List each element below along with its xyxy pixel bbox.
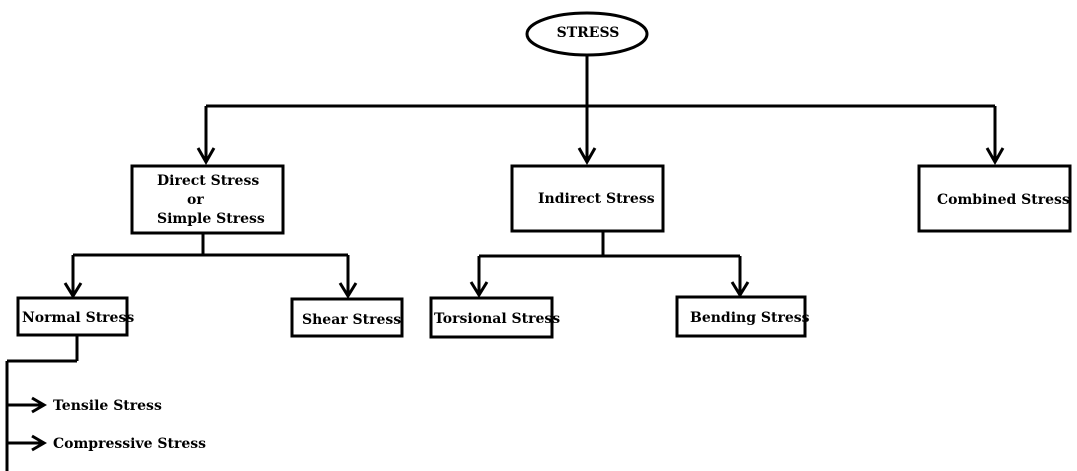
bending-stress-label: Bending Stress <box>690 310 810 326</box>
root-label: STRESS <box>556 25 620 41</box>
arrow-head-combined <box>985 147 1005 166</box>
indirect-stress-box <box>510 164 665 233</box>
arrow-head-tensile <box>31 396 47 414</box>
direct-stress-label-line3: Simple Stress <box>157 211 265 227</box>
torsional-stress-box <box>429 296 554 339</box>
arrow-head-torsional <box>469 281 489 298</box>
direct-stress-label-line2: or <box>187 192 204 208</box>
normal-stress-label: Normal Stress <box>22 310 135 326</box>
arrow-head-compressive <box>31 434 47 452</box>
compressive-stress-label: Compressive Stress <box>53 436 206 452</box>
combined-stress-box <box>917 164 1072 233</box>
normal-stress-box <box>16 296 129 337</box>
direct-stress-box <box>130 164 285 235</box>
arrow-head-shear <box>338 282 358 299</box>
direct-stress-label-line1: Direct Stress <box>157 173 260 189</box>
combined-stress-label: Combined Stress <box>937 192 1070 208</box>
arrow-head-bending <box>730 281 750 298</box>
indirect-stress-label: Indirect Stress <box>538 191 655 207</box>
arrow-head-normal <box>63 282 83 299</box>
arrow-head-indirect <box>577 147 597 166</box>
shear-stress-box <box>290 297 404 338</box>
arrow-head-direct <box>196 147 216 166</box>
shear-stress-label: Shear Stress <box>302 312 402 328</box>
bending-stress-box <box>675 295 807 338</box>
tensile-stress-label: Tensile Stress <box>53 398 162 414</box>
torsional-stress-label: Torsional Stress <box>434 311 561 327</box>
